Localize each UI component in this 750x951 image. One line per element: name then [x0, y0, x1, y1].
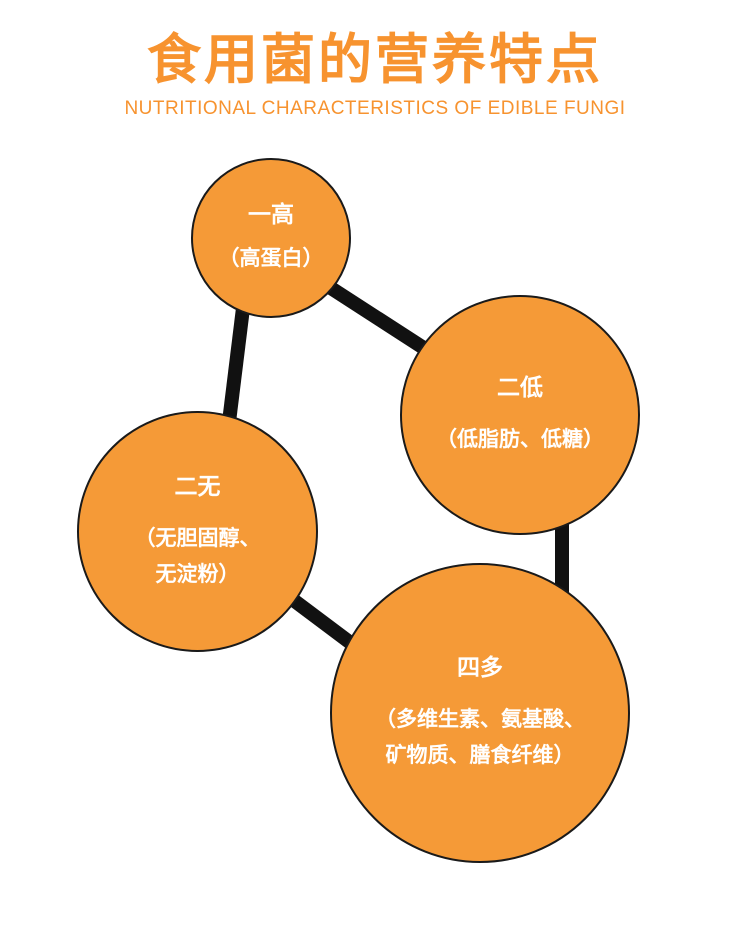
node-heading: 四多 — [457, 655, 503, 681]
node-heading: 二无 — [174, 473, 221, 500]
connector-1-3 — [221, 299, 251, 431]
page-title: 食用菌的营养特点 — [147, 28, 603, 91]
page-subtitle: NUTRITIONAL CHARACTERISTICS OF EDIBLE FU… — [124, 98, 626, 119]
node-no-cholesterol-starch: 二无 （无胆固醇、 无淀粉） — [77, 411, 318, 652]
node-detail: （高蛋白） — [218, 246, 324, 270]
node-low-fat-sugar: 二低 （低脂肪、低糖） — [400, 295, 640, 535]
node-detail: （无胆固醇、 — [134, 525, 261, 550]
node-high-protein: 一高 （高蛋白） — [191, 158, 351, 318]
node-heading: 二低 — [497, 375, 543, 401]
node-detail: （多维生素、氨基酸、 — [375, 707, 585, 731]
node-detail: 无淀粉） — [155, 561, 240, 586]
node-detail: 矿物质、膳食纤维） — [385, 743, 575, 767]
node-rich-nutrients: 四多 （多维生素、氨基酸、 矿物质、膳食纤维） — [330, 563, 630, 863]
node-heading: 一高 — [248, 202, 294, 228]
node-detail: （低脂肪、低糖） — [436, 427, 604, 451]
